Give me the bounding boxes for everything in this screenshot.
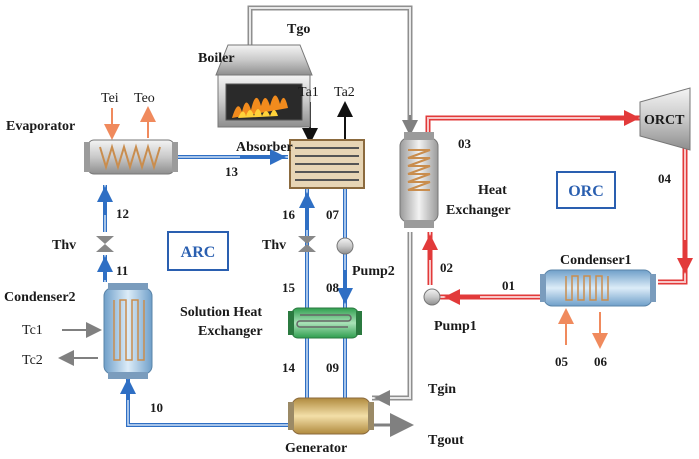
absorber-label: Absorber — [236, 140, 293, 155]
heat-exchanger-label-2: Exchanger — [446, 203, 511, 218]
state-point-16: 16 — [282, 207, 296, 222]
state-point-15: 15 — [282, 280, 296, 295]
pump-2 — [336, 237, 354, 255]
thv-left-label: Thv — [52, 238, 76, 253]
orc-box — [556, 171, 616, 209]
pump2-label: Pump2 — [352, 264, 395, 279]
state-point-01: 01 — [502, 278, 515, 293]
state-point-05: 05 — [555, 354, 569, 369]
state-point-13: 13 — [225, 164, 239, 179]
state-point-14: 14 — [282, 360, 296, 375]
arc-label: ARC — [181, 244, 216, 261]
tgout-label: Tgout — [428, 433, 464, 448]
boiler-label: Boiler — [198, 51, 235, 66]
condenser-1 — [540, 269, 656, 307]
ta1-label: Ta1 — [298, 85, 319, 100]
pump-1 — [423, 288, 441, 306]
state-point-07: 07 — [326, 207, 340, 222]
state-point-10: 10 — [150, 400, 163, 415]
throttle-valve-mid — [298, 236, 316, 252]
tgo-label: Tgo — [287, 22, 310, 37]
state-point-09: 09 — [326, 360, 340, 375]
tgin-label: Tgin — [428, 382, 456, 397]
evaporator-label: Evaporator — [6, 119, 75, 134]
teo-label: Teo — [134, 91, 155, 106]
boiler — [215, 44, 313, 128]
state-point-02: 02 — [440, 260, 453, 275]
solution-hx-label-1: Solution Heat — [180, 305, 262, 320]
flue-gas-pipe — [247, 5, 418, 437]
condenser-2 — [103, 283, 153, 379]
state-point-11: 11 — [116, 263, 128, 278]
throttle-valve-left — [96, 236, 114, 252]
orct-label: ORCT — [644, 113, 685, 128]
orc-label: ORC — [568, 183, 604, 200]
orc-loop-pipes — [422, 110, 693, 305]
absorber — [289, 139, 365, 189]
tc1-label: Tc1 — [22, 323, 43, 338]
tei-label: Tei — [101, 91, 119, 106]
generator — [288, 397, 374, 435]
heat-exchanger-label-1: Heat — [478, 183, 507, 198]
tc2-label: Tc2 — [22, 353, 43, 368]
heat-exchanger — [399, 132, 439, 228]
solution-hx-label-2: Exchanger — [198, 324, 263, 339]
thv-mid-label: Thv — [262, 238, 286, 253]
arc-box — [167, 231, 229, 271]
state-point-06: 06 — [594, 354, 608, 369]
condenser1-label: Condenser1 — [560, 253, 632, 268]
arc-loop-pipes — [97, 149, 353, 427]
condenser2-label: Condenser2 — [4, 290, 76, 305]
state-point-12: 12 — [116, 206, 129, 221]
state-point-04: 04 — [658, 171, 672, 186]
evaporator — [84, 139, 178, 175]
generator-label: Generator — [285, 441, 347, 456]
orc-turbine — [639, 87, 691, 151]
solution-heat-exchanger — [288, 307, 362, 339]
flame-icon — [232, 95, 288, 118]
state-point-08: 08 — [326, 280, 340, 295]
ta2-label: Ta2 — [334, 85, 355, 100]
pump1-label: Pump1 — [434, 319, 477, 334]
state-point-03: 03 — [458, 136, 472, 151]
